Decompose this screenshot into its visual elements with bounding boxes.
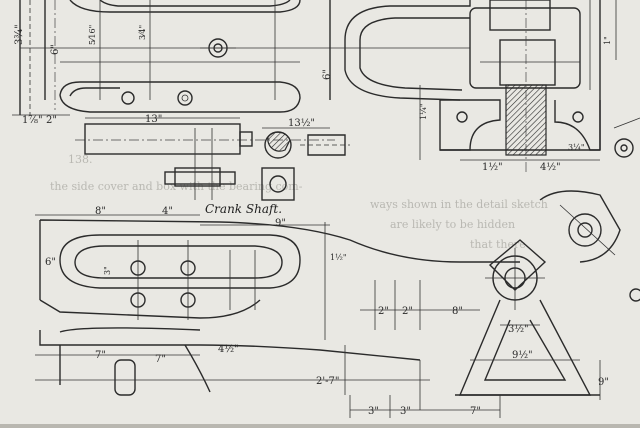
dim-strap-4-half: 4½"	[218, 344, 239, 355]
dim-shaft-4: 4"	[162, 206, 173, 217]
background-line-4: that there	[470, 238, 526, 251]
background-line-3: are likely to be hidden	[390, 218, 515, 231]
dim-base-3b: 3"	[400, 406, 411, 417]
pedestal-view: 2" 2" 8" 3½" 9½" 9" 3" 3" 7"	[349, 190, 640, 418]
dim-base-9-half: 9½"	[512, 350, 533, 361]
dim-shaft-8: 8"	[95, 206, 106, 217]
dim-shaft-6: 6"	[45, 257, 56, 268]
dim-bearing-3-4: 3¼"	[568, 143, 585, 152]
dim-base-3a: 3"	[368, 406, 379, 417]
dim-base-7: 7"	[470, 406, 481, 417]
dim-strap-7a: 7"	[95, 350, 106, 361]
strap-view: 8" 4" 9" 6" 3" 1½" 7" 7" 2'-7" 4½"	[35, 206, 520, 410]
dim-crank-13: 13"	[145, 114, 162, 125]
dim-frac-b: 3⁄4"	[138, 25, 147, 40]
background-line-2: ways shown in the detail sketch	[370, 198, 548, 211]
dim-crank-13-half: 13½"	[288, 118, 315, 129]
dim-top-left-b: 2"	[46, 115, 57, 126]
dim-strap-7b: 7"	[155, 354, 166, 365]
dim-frac-f: 1½"	[330, 253, 347, 262]
dim-top-left-c: 3¾"	[14, 24, 25, 45]
dim-top-left-d: 6"	[50, 44, 61, 55]
dim-frac-a: 5⁄16"	[88, 25, 97, 45]
dim-frac-c: 1¼"	[419, 103, 428, 120]
crank-shaft-title: Crank Shaft.	[205, 202, 282, 216]
dim-top-left-a: 1⁷⁄₈"	[22, 115, 43, 126]
background-para-number: 138.	[68, 153, 93, 166]
dim-foot-2a: 2"	[378, 306, 389, 317]
dim-bearing-1-half: 1½"	[482, 162, 503, 173]
bearing-bracket: 1½" 4½" 3¼" 1¼" 1" 6"	[322, 0, 640, 175]
page-edge	[0, 424, 640, 428]
background-text: 138. the side cover and box with the bea…	[50, 153, 548, 251]
dim-strap-2-7: 2'-7"	[316, 376, 339, 387]
dim-bearing-9: 9"	[598, 377, 609, 388]
dim-bearing-6: 6"	[322, 69, 333, 80]
dim-foot-2b: 2"	[402, 306, 413, 317]
dim-bearing-4-half: 4½"	[540, 162, 561, 173]
dim-frac-d: 1"	[603, 36, 612, 45]
top-left-lever-view: 1⁷⁄₈" 2" 3¾" 6" 5⁄16" 3⁄4"	[12, 0, 331, 126]
dim-foot-8: 8"	[452, 306, 463, 317]
dim-base-3-half: 3½"	[508, 324, 529, 335]
dim-shaft-9: 9"	[275, 218, 286, 229]
crank-shaft-detail: 13" 13½" Crank Shaft.	[75, 114, 350, 216]
dim-frac-e: 3"	[103, 266, 112, 275]
